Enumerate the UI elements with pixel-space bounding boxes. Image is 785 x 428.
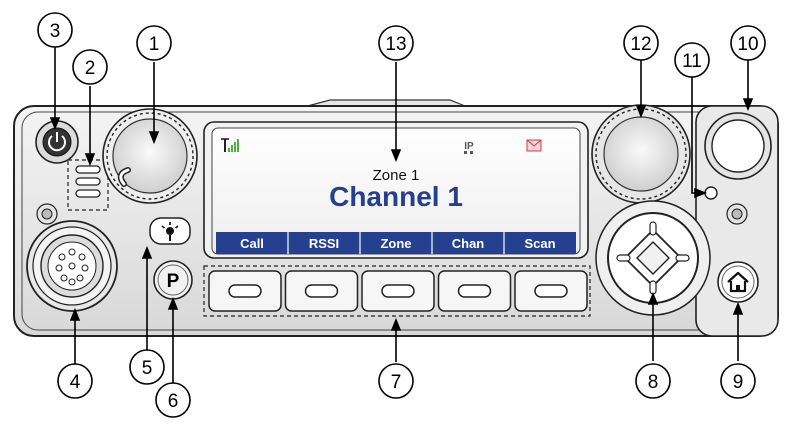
callout-8: 8: [635, 363, 671, 399]
signal-strength-icon: [221, 138, 239, 152]
soft-key-label-zone: Zone: [380, 236, 411, 251]
callout-2: 2: [72, 49, 108, 85]
ip-icon: IP: [464, 141, 474, 154]
led-indicator: [67, 159, 109, 211]
callout-number: 13: [385, 34, 406, 55]
callout-number: 9: [733, 372, 744, 393]
callout-12: 12: [623, 25, 659, 61]
soft-key-label-call: Call: [240, 236, 264, 251]
nav-up-arrow[interactable]: [649, 221, 657, 236]
callout-3: 3: [37, 12, 73, 48]
callout-number: 11: [682, 51, 702, 72]
ip-icon-text: IP: [464, 141, 474, 152]
soft-key-label-chan: Chan: [452, 236, 485, 251]
callout-4: 4: [57, 363, 93, 399]
soft-key-group-outline: [203, 265, 591, 317]
display: [203, 121, 589, 259]
home-icon: [727, 271, 749, 293]
soft-key-button-2[interactable]: [284, 270, 359, 312]
lamp-icon: [161, 222, 179, 241]
programmable-lamp-button[interactable]: [149, 217, 191, 245]
soft-key-buttons: [203, 265, 591, 317]
soft-key-label-scan: Scan: [524, 236, 555, 251]
channel-label: Channel 1: [329, 181, 463, 212]
soft-key-bar-bg: [216, 232, 576, 254]
callout-number: 5: [142, 358, 153, 379]
nav-left-arrow[interactable]: [616, 254, 631, 262]
four-way-navigation-button[interactable]: [595, 200, 711, 316]
callout-number: 2: [85, 58, 96, 79]
emergency-button[interactable]: [704, 112, 772, 180]
volume-knob[interactable]: [102, 108, 198, 204]
soft-key-bar: Call RSSI Zone Chan Scan: [216, 232, 576, 254]
nav-right-arrow[interactable]: [675, 254, 690, 262]
callout-number: 1: [149, 34, 160, 55]
callout-number: 6: [168, 391, 179, 412]
screw-left: [36, 203, 58, 225]
home-button[interactable]: [717, 261, 759, 303]
power-icon: [48, 132, 66, 152]
callout-10: 10: [730, 25, 766, 61]
callout-number: 3: [50, 21, 61, 42]
p-button-label: P: [167, 271, 180, 292]
soft-key-label-rssi: RSSI: [309, 236, 339, 251]
callout-number: 8: [648, 372, 659, 393]
callout-number: 7: [391, 372, 402, 393]
callout-13: 13: [378, 25, 414, 61]
channel-selector-knob[interactable]: [591, 104, 691, 204]
message-icon: [526, 139, 542, 152]
callout-number: 12: [630, 34, 651, 55]
soft-key-button-5[interactable]: [514, 270, 588, 312]
callout-number: 10: [737, 34, 758, 55]
screw-right: [726, 203, 748, 225]
zone-label: Zone 1: [373, 167, 420, 184]
power-button[interactable]: [35, 120, 79, 164]
callout-9: 9: [720, 363, 756, 399]
soft-key-button-1[interactable]: [208, 270, 282, 312]
callout-11: 11: [674, 42, 710, 78]
callout-7: 7: [378, 363, 414, 399]
p-button[interactable]: P: [153, 260, 193, 300]
callout-6: 6: [155, 382, 191, 418]
leader-lines: [49, 47, 754, 383]
soft-key-button-3[interactable]: [361, 270, 435, 312]
microphone-connector: [26, 220, 118, 312]
callout-5: 5: [129, 349, 165, 385]
callout-number: 4: [70, 372, 81, 393]
callout-1: 1: [136, 25, 172, 61]
soft-key-button-4[interactable]: [437, 270, 512, 312]
